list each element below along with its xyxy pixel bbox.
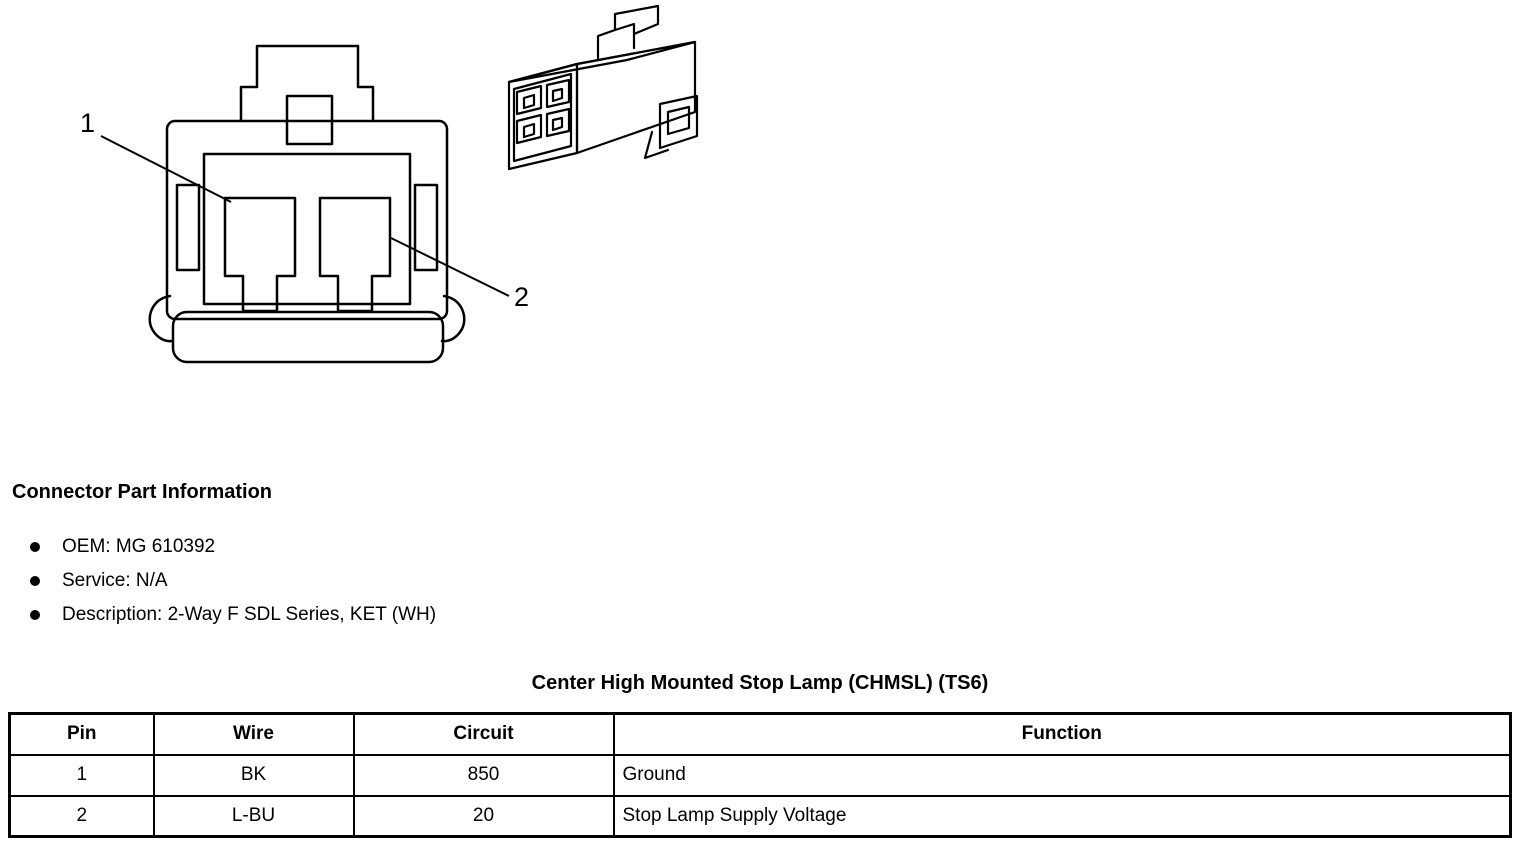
connector-diagram [100, 4, 699, 364]
list-item: Service: N/A [30, 570, 436, 592]
table-title: Center High Mounted Stop Lamp (CHMSL) (T… [531, 672, 989, 694]
bullet-icon [30, 610, 40, 620]
cell-pin: 1 [8, 753, 155, 797]
bullet-icon [30, 542, 40, 552]
col-header-pin: Pin [8, 712, 155, 756]
col-header-wire: Wire [152, 712, 355, 756]
cell-wire: L-BU [152, 794, 355, 838]
pin-1-callout: 1 [80, 108, 96, 138]
col-header-circuit: Circuit [352, 712, 615, 756]
leader-line-2 [390, 237, 510, 297]
leader-line-1 [100, 135, 232, 203]
front-view-drawing [148, 44, 466, 364]
perspective-view-drawing [507, 4, 699, 171]
pin-2-callout: 2 [514, 282, 530, 312]
part-info-description: Description: 2-Way F SDL Series, KET (WH… [62, 604, 437, 625]
cell-function: Stop Lamp Supply Voltage [612, 794, 1512, 838]
list-item: OEM: MG 610392 [30, 536, 436, 558]
table-row: 2 L-BU 20 Stop Lamp Supply Voltage [8, 794, 1512, 838]
cell-wire: BK [152, 753, 355, 797]
col-header-function: Function [612, 712, 1512, 756]
cell-circuit: 850 [352, 753, 615, 797]
part-info-heading: Connector Part Information [12, 481, 273, 503]
pinout-table: Pin Wire Circuit Function 1 BK 850 Groun… [8, 712, 1512, 838]
bullet-icon [30, 576, 40, 586]
part-info-list: OEM: MG 610392 Service: N/A Description:… [30, 536, 436, 638]
cell-circuit: 20 [352, 794, 615, 838]
cell-pin: 2 [8, 794, 155, 838]
part-info-oem: OEM: MG 610392 [62, 536, 216, 557]
list-item: Description: 2-Way F SDL Series, KET (WH… [30, 604, 436, 626]
part-info-service: Service: N/A [62, 570, 168, 591]
cell-function: Ground [612, 753, 1512, 797]
table-row: 1 BK 850 Ground [8, 753, 1512, 797]
table-header-row: Pin Wire Circuit Function [8, 712, 1512, 756]
